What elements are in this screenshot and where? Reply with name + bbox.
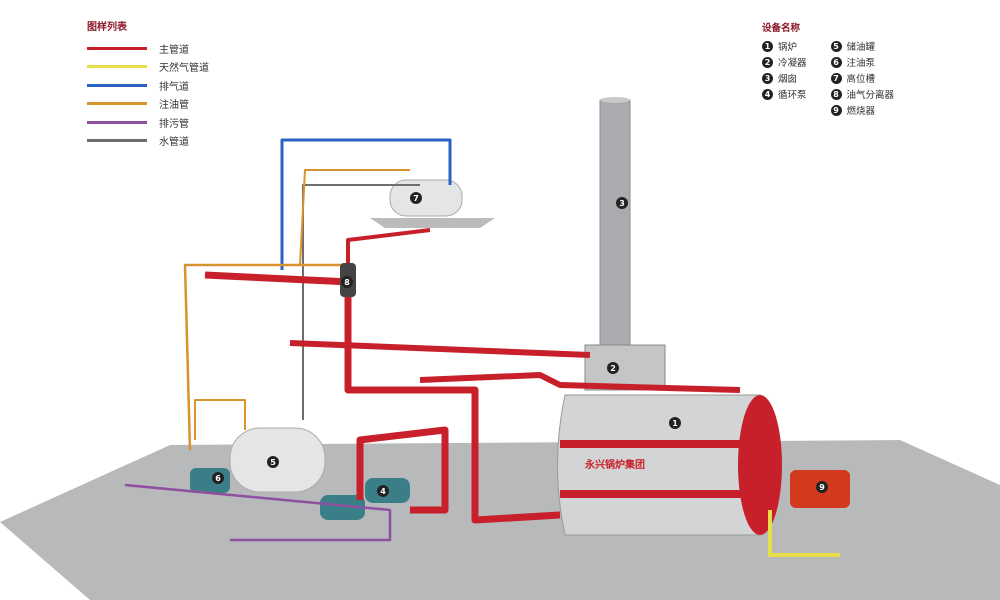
brand-logo: 永兴锅炉集团 [584, 458, 645, 471]
number-badge: 2 [762, 56, 773, 68]
legend-label: 主管道 [159, 44, 189, 56]
component-marker: 6 [212, 472, 224, 484]
oil-injection-pump [190, 468, 230, 493]
main-pipe-6 [356, 426, 449, 514]
component-marker: 7 [410, 192, 422, 204]
legend-item: 排污管 [87, 113, 209, 132]
equipment-item: 3 烟囱 [762, 70, 807, 86]
legend-swatch [87, 46, 147, 50]
component-marker: 2 [607, 362, 619, 374]
main-pipe-5 [419, 372, 741, 393]
equipment-label: 烟囱 [778, 74, 798, 85]
main-pipe-1 [204, 271, 351, 286]
equipment-label: 循环泵 [778, 90, 807, 101]
component-marker: 3 [616, 197, 628, 209]
main-pipe-2 [346, 228, 431, 270]
circulation-pump [320, 495, 365, 520]
equipment-label: 高位槽 [846, 74, 876, 85]
legend-item: 注油管 [87, 95, 209, 114]
high-level-tank [389, 179, 463, 217]
legend-item: 水管道 [87, 132, 209, 151]
number-badge: 4 [762, 88, 773, 100]
exhaust-pipe [280, 138, 452, 270]
equipment-item: 6 注油泵 [830, 54, 895, 70]
number-badge: 5 [830, 40, 842, 52]
oil-pipe-2 [299, 169, 410, 266]
equipment-label: 冷凝器 [778, 58, 807, 69]
equipment-item: 7 高位槽 [830, 70, 895, 86]
equipment-list: 设备名称 1 锅炉 2 冷凝器 3 烟囱 4 循环泵 5 储油罐 6 注油泵 7 高位槽 8 油气分离器 9 燃烧… [762, 20, 894, 118]
marker-label: 1 [672, 419, 678, 428]
legend-label: 排污管 [159, 118, 189, 130]
number-badge: 3 [762, 72, 773, 84]
main-pipe-4 [289, 340, 591, 358]
marker-label: 3 [619, 199, 625, 208]
number-badge: 7 [830, 72, 842, 84]
equipment-label: 燃烧器 [846, 106, 876, 117]
component-marker: 4 [377, 485, 389, 497]
drain-pipe [124, 483, 392, 542]
condenser [584, 344, 666, 391]
equipment-item: 2 冷凝器 [762, 54, 807, 70]
legend-swatch [87, 65, 147, 69]
main-pipe-3 [344, 295, 561, 524]
legend-swatch [87, 102, 147, 106]
legend-label: 天然气管道 [159, 63, 209, 75]
legend-label: 排气道 [159, 81, 189, 93]
number-badge: 6 [830, 56, 842, 68]
marker-label: 5 [270, 458, 276, 467]
oil-pipe-3 [194, 399, 246, 440]
marker-label: 6 [215, 474, 221, 483]
component-marker: 5 [267, 456, 279, 468]
equipment-item: 4 循环泵 [762, 86, 807, 102]
boiler-front-cap [738, 395, 782, 535]
legend-label: 水管道 [159, 137, 189, 149]
component-marker: 9 [816, 481, 828, 493]
legend-swatch [87, 83, 147, 87]
boiler-body [557, 394, 761, 536]
marker-label: 9 [819, 483, 825, 492]
equipment-label: 锅炉 [778, 42, 798, 53]
gas-pipe [768, 510, 840, 557]
equipment-item: 1 锅炉 [762, 38, 807, 54]
oil-pipe [183, 263, 350, 451]
component-marker: 8 [341, 276, 353, 288]
legend-item: 天然气管道 [87, 58, 209, 77]
number-badge: 1 [762, 40, 773, 52]
marker-label: 7 [413, 194, 419, 203]
number-badge: 9 [830, 104, 842, 116]
legend-swatch [87, 139, 147, 143]
legend-item: 主管道 [87, 39, 209, 58]
equipment-label: 注油泵 [846, 58, 876, 69]
legend-title: 图样列表 [87, 22, 127, 33]
equipment-title: 设备名称 [762, 23, 801, 34]
marker-label: 4 [380, 487, 386, 496]
equipment-item: 5 储油罐 [830, 38, 895, 54]
chimney [599, 99, 631, 349]
legend: 图样列表 主管道天然气管道排气道注油管排污管水管道 [87, 18, 209, 150]
marker-label: 8 [344, 278, 350, 287]
equipment-item: 8 油气分离器 [830, 86, 895, 102]
equipment-item: 9 燃烧器 [830, 102, 895, 118]
legend-item: 排气道 [87, 76, 209, 95]
number-badge: 8 [830, 88, 842, 100]
equipment-label: 储油罐 [846, 42, 876, 53]
legend-label: 注油管 [159, 100, 189, 112]
component-marker: 1 [669, 417, 681, 429]
legend-swatch [87, 120, 147, 124]
equipment-label: 油气分离器 [846, 90, 895, 101]
marker-label: 2 [610, 364, 616, 373]
